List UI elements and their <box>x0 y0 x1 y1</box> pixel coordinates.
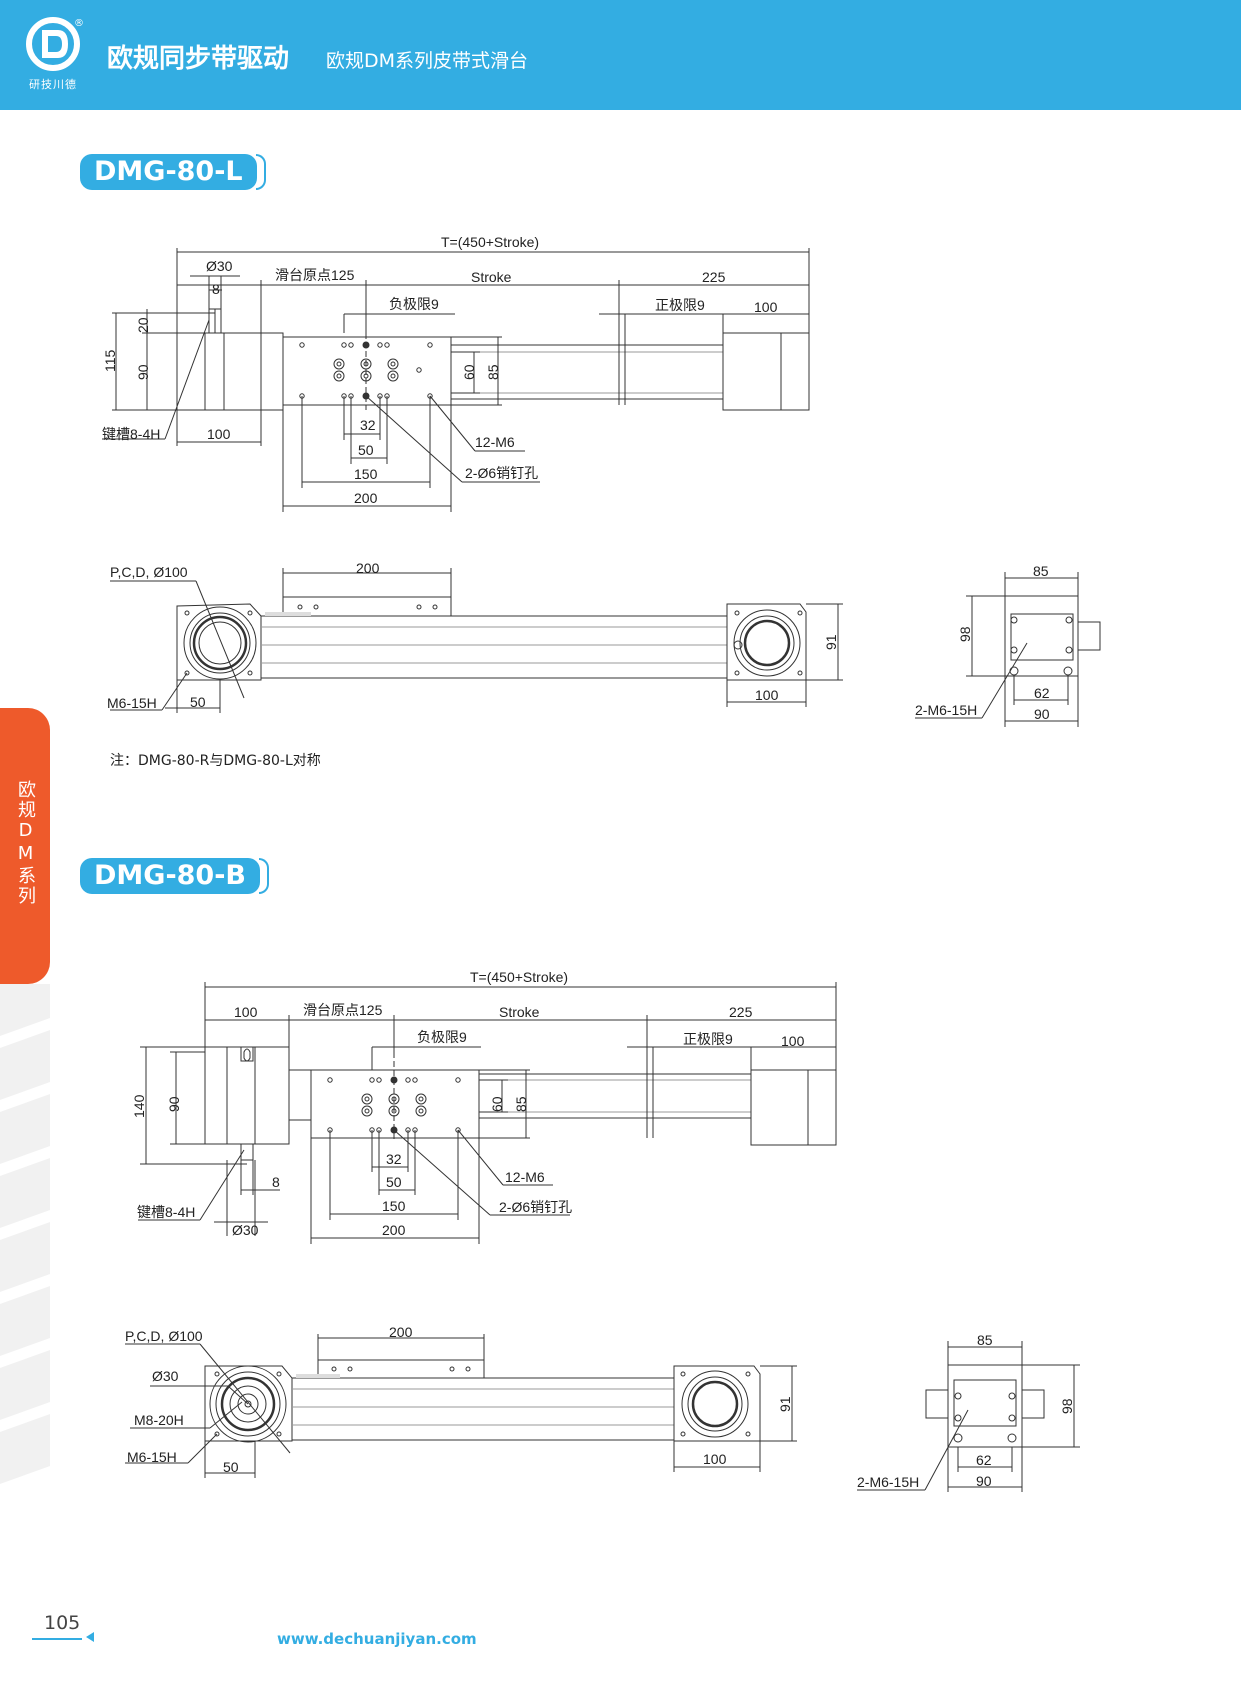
dim-h85: 85 <box>513 1096 529 1112</box>
label-bolt: 2-M6-15H <box>857 1474 919 1490</box>
label-bolt: 2-M6-15H <box>915 702 977 718</box>
dim-50: 50 <box>358 442 374 458</box>
label-keyway: 键槽8-4H <box>102 426 160 442</box>
dim-overall: T=(450+Stroke) <box>470 969 568 985</box>
dmg-80-l-front-view: 200 P,C,D, Ø100 M6-15H 50 100 91 <box>107 560 843 713</box>
page-subtitle: 欧规DM系列皮带式滑台 <box>326 50 529 72</box>
label-m8: M8-20H <box>134 1412 184 1428</box>
label-pin-hole: 2-Ø6销钉孔 <box>499 1199 572 1215</box>
dim-phi30: Ø30 <box>232 1222 259 1238</box>
dim-height: 98 <box>957 626 973 642</box>
dim-62: 62 <box>1034 685 1050 701</box>
dim-h20: 20 <box>135 317 151 333</box>
dim-50: 50 <box>386 1174 402 1190</box>
dim-carriage: 200 <box>356 560 380 576</box>
side-stripes <box>0 984 50 1484</box>
dim-h115: 115 <box>102 349 118 372</box>
label-keyway: 键槽8-4H <box>137 1204 195 1220</box>
dim-neg-limit: 负极限9 <box>389 296 439 312</box>
dim-h90: 90 <box>135 364 151 380</box>
dmg-80-b-end-view: 85 98 2-M6-15H 62 90 <box>857 1332 1080 1492</box>
model-name: DMG-80-B <box>94 860 247 891</box>
website-link[interactable]: www.dechuanjiyan.com <box>277 1630 477 1648</box>
dim-phi30: Ø30 <box>206 258 233 274</box>
dmg-80-b-front-view: 200 P,C,D, Ø100 Ø30 M8-20H M6-15H 50 100… <box>125 1324 797 1478</box>
dim-200: 200 <box>382 1222 406 1238</box>
dim-150: 150 <box>354 466 378 482</box>
dim-key-width: 8 <box>212 281 220 297</box>
dim-32: 32 <box>360 417 376 433</box>
label-pin-hole: 2-Ø6销钉孔 <box>465 465 538 481</box>
dim-width: 85 <box>977 1332 993 1348</box>
symmetry-note: 注：DMG-80-R与DMG-80-L对称 <box>110 753 321 769</box>
registered-mark: ® <box>74 18 84 29</box>
side-category-tab <box>0 708 50 984</box>
dim-h60: 60 <box>489 1096 505 1112</box>
dim-32: 32 <box>386 1151 402 1167</box>
page-arrow-icon <box>86 1632 94 1642</box>
dim-200: 200 <box>354 490 378 506</box>
dim-90: 90 <box>1034 706 1050 722</box>
dim-overall: T=(450+Stroke) <box>441 234 539 250</box>
dim-end-block: 100 <box>755 687 779 703</box>
page-number: 105 <box>44 1612 81 1634</box>
page-header: ® 研技川德 欧规同步带驱动 欧规DM系列皮带式滑台 <box>0 0 1241 110</box>
model-name: DMG-80-L <box>94 156 243 187</box>
side-category-text: 欧规DM系列 <box>15 780 36 906</box>
dim-motor-block: 100 <box>207 426 231 442</box>
model-tag-dmg-80-b: DMG-80-B <box>80 858 270 894</box>
brand-logo-icon <box>26 17 80 71</box>
dim-end-length: 225 <box>729 1004 753 1020</box>
dim-width: 85 <box>1033 563 1049 579</box>
dim-origin: 滑台原点125 <box>275 267 355 283</box>
dim-150: 150 <box>382 1198 406 1214</box>
label-m6-15h: M6-15H <box>127 1449 177 1465</box>
dim-90: 90 <box>976 1473 992 1489</box>
dim-stroke: Stroke <box>499 1004 540 1020</box>
label-m6: 12-M6 <box>475 434 515 450</box>
dim-carriage: 200 <box>389 1324 413 1340</box>
dim-height: 98 <box>1059 1398 1075 1414</box>
dim-50: 50 <box>190 694 206 710</box>
dim-stroke: Stroke <box>471 269 512 285</box>
dmg-80-b-top-view: T=(450+Stroke) 100 滑台原点125 Stroke 225 负极… <box>131 969 837 1244</box>
dim-end-block: 100 <box>754 299 778 315</box>
side-category-label: 欧规DM系列 <box>13 780 37 912</box>
dim-8: 8 <box>272 1174 280 1190</box>
dim-h90: 90 <box>166 1096 182 1112</box>
brand-text: 研技川德 <box>29 78 77 91</box>
dim-origin: 滑台原点125 <box>303 1002 383 1018</box>
dim-height: 91 <box>823 634 839 650</box>
dim-neg-limit: 负极限9 <box>417 1029 467 1045</box>
dim-block: 100 <box>234 1004 258 1020</box>
dim-62: 62 <box>976 1452 992 1468</box>
label-m6: 12-M6 <box>505 1169 545 1185</box>
label-pcd: P,C,D, Ø100 <box>125 1328 203 1344</box>
dmg-80-l-top-view: T=(450+Stroke) Ø30 8 滑台原点125 Stroke 225 … <box>102 234 810 512</box>
label-pcd: P,C,D, Ø100 <box>110 564 188 580</box>
page-title: 欧规同步带驱动 <box>107 44 290 74</box>
dim-end-block: 100 <box>703 1451 727 1467</box>
dim-50: 50 <box>223 1459 239 1475</box>
dim-pos-limit: 正极限9 <box>683 1031 733 1047</box>
dim-h140: 140 <box>131 1094 147 1118</box>
label-phi30: Ø30 <box>152 1368 179 1384</box>
dim-end-block: 100 <box>781 1033 805 1049</box>
dim-pos-limit: 正极限9 <box>655 297 705 313</box>
dim-h60: 60 <box>461 364 477 380</box>
dmg-80-l-end-view: 85 98 2-M6-15H 62 90 <box>915 563 1101 727</box>
dim-height: 91 <box>777 1396 793 1412</box>
dim-h85: 85 <box>485 364 501 380</box>
dim-end-length: 225 <box>702 269 726 285</box>
label-m6-15h: M6-15H <box>107 695 157 711</box>
page-number-underline <box>32 1638 82 1640</box>
